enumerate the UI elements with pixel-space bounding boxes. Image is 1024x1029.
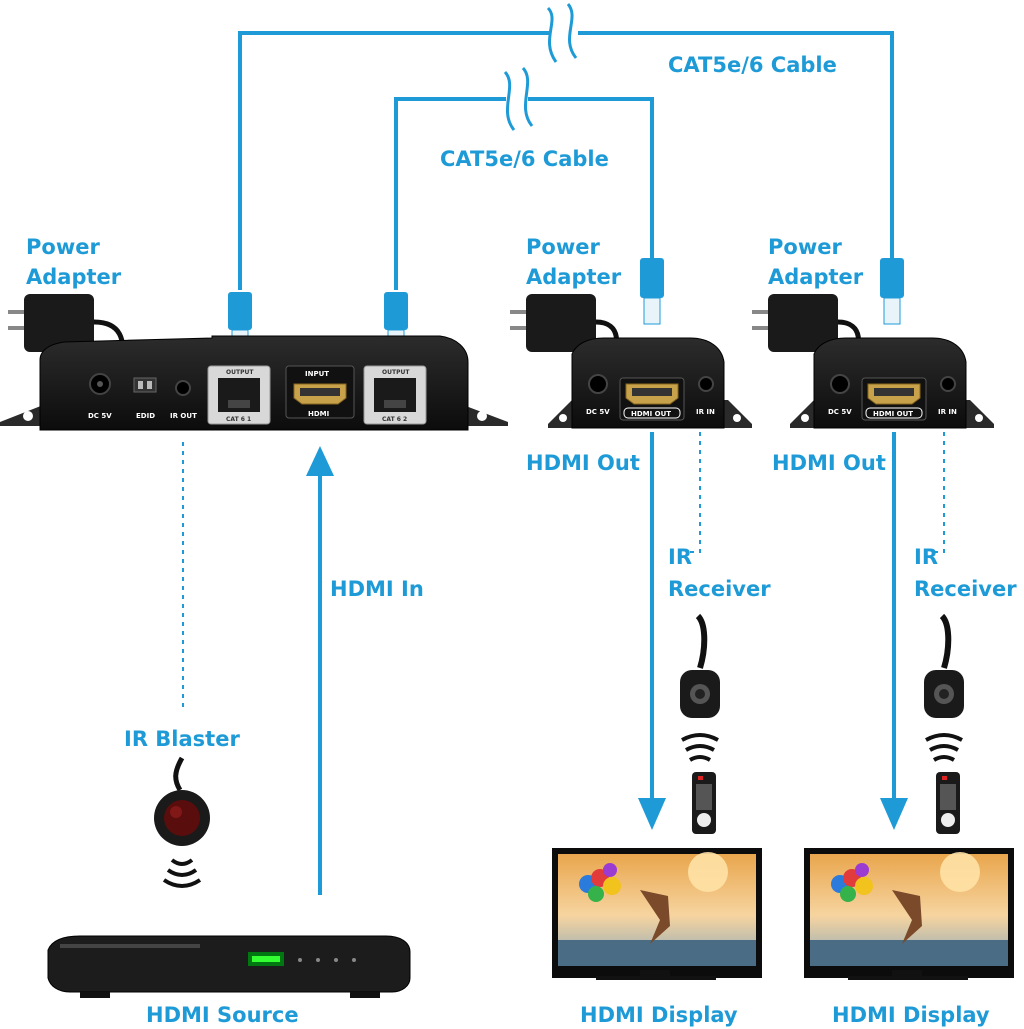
svg-text:Power: Power xyxy=(768,235,842,259)
svg-text:Receiver: Receiver xyxy=(914,577,1017,601)
hdmi-receiver-2: DC 5V HDMI OUT IR IN xyxy=(790,337,994,429)
svg-text:DC 5V: DC 5V xyxy=(586,408,610,416)
svg-text:IR IN: IR IN xyxy=(696,408,715,416)
hdmi-source-label: HDMI Source xyxy=(146,1003,299,1027)
ir-blaster-device xyxy=(154,756,210,846)
hdmi-receiver-1: DC 5V HDMI OUT IR IN xyxy=(548,337,752,429)
hdmi-source-device xyxy=(47,935,411,998)
svg-text:OUTPUT: OUTPUT xyxy=(226,369,254,376)
hdmi-transmitter: DC 5V EDID IR OUT OUTPUT CAT 6 1 INPUT H… xyxy=(0,335,508,431)
svg-text:Receiver: Receiver xyxy=(668,577,771,601)
hdmi-out-label-1: HDMI Out xyxy=(526,451,640,475)
svg-text:INPUT: INPUT xyxy=(305,370,329,378)
svg-text:DC 5V: DC 5V xyxy=(88,412,112,420)
svg-text:Adapter: Adapter xyxy=(768,265,864,289)
ir-receiver-label-1: IR Receiver xyxy=(668,545,771,601)
ir-receiver-eye-2 xyxy=(924,613,964,718)
cable-to-receiver-2 xyxy=(238,3,894,290)
svg-text:CAT 6 1: CAT 6 1 xyxy=(226,416,251,423)
cable-label-mid: CAT5e/6 Cable xyxy=(440,147,609,171)
ir-blaster-waves-icon xyxy=(162,858,202,888)
cable-to-receiver-1 xyxy=(394,66,654,290)
svg-text:HDMI OUT: HDMI OUT xyxy=(873,410,913,418)
svg-text:IR: IR xyxy=(914,545,938,569)
ir-receiver-eye-1 xyxy=(680,613,720,718)
rj45-connector-rx-2 xyxy=(880,258,904,325)
svg-text:HDMI OUT: HDMI OUT xyxy=(631,410,671,418)
hdmi-display-label-1: HDMI Display xyxy=(580,1003,738,1027)
svg-text:Adapter: Adapter xyxy=(526,265,622,289)
power-adapter-tx: Power Adapter xyxy=(8,235,125,393)
svg-text:EDID: EDID xyxy=(136,412,155,420)
svg-text:OUTPUT: OUTPUT xyxy=(382,369,410,376)
ir-receiver-line-1 xyxy=(686,432,701,553)
balloons-icon xyxy=(579,863,621,902)
svg-text:DC 5V: DC 5V xyxy=(828,408,852,416)
balloons-icon xyxy=(831,863,873,902)
remote-control-icon xyxy=(692,772,960,834)
svg-text:HDMI: HDMI xyxy=(308,410,329,418)
svg-text:Power: Power xyxy=(526,235,600,259)
hdmi-in-label: HDMI In xyxy=(330,577,424,601)
svg-text:IR: IR xyxy=(668,545,692,569)
rj45-connector-rx-1 xyxy=(640,258,664,325)
ir-receiver-label-2: IR Receiver xyxy=(914,545,1017,601)
svg-text:IR OUT: IR OUT xyxy=(170,412,197,420)
svg-text:IR IN: IR IN xyxy=(938,408,957,416)
svg-text:Adapter: Adapter xyxy=(26,265,122,289)
signal-waves-icon xyxy=(681,733,963,762)
hdmi-display-label-2: HDMI Display xyxy=(832,1003,990,1027)
hdmi-display-2 xyxy=(804,848,1014,980)
hdmi-out-label-2: HDMI Out xyxy=(772,451,886,475)
ir-receiver-line-2 xyxy=(930,432,945,553)
svg-text:CAT 6 2: CAT 6 2 xyxy=(382,416,407,423)
ir-blaster-label: IR Blaster xyxy=(124,727,240,751)
cable-label-top: CAT5e/6 Cable xyxy=(668,53,837,77)
power-adapter-rx-1: Power Adapter xyxy=(510,235,622,393)
hdmi-display-1 xyxy=(552,848,762,980)
svg-text:Power: Power xyxy=(26,235,100,259)
